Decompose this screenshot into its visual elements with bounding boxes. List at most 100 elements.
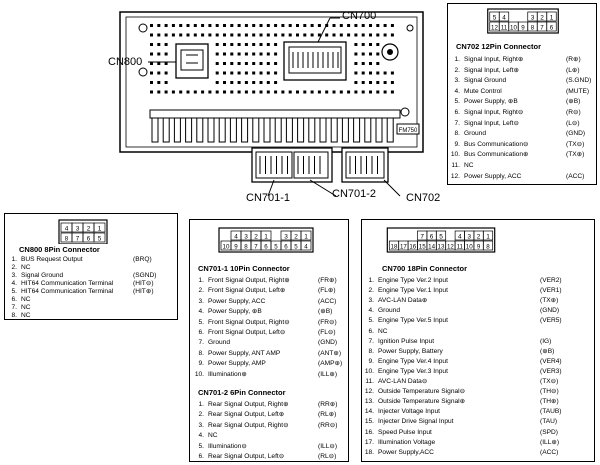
pin-number: 15 — [419, 244, 426, 251]
pin-number: 3 — [467, 234, 471, 241]
pin-number: 7. — [454, 119, 461, 127]
pin-number: 7. — [368, 337, 375, 345]
pin-number: 4. — [198, 308, 205, 316]
pin-number: 1 — [304, 234, 308, 241]
pin-number: 3. — [198, 297, 205, 305]
pin-code: (GND) — [318, 339, 338, 347]
pin-description: NC — [378, 327, 388, 335]
pin-row: 8.Power Supply, ANT AMP(ANT⊕) — [192, 349, 342, 360]
pin-code: (HIT⊕) — [133, 288, 154, 295]
pin-number: 10. — [450, 151, 460, 159]
pin-code: (GND) — [566, 130, 586, 138]
pin-row: 8.Power Supply, Battery(⊕B) — [362, 347, 555, 358]
pin-description: Power Supply, ⊕B — [208, 308, 262, 316]
pin-code: (ACC) — [318, 297, 337, 305]
pin-code: (MUTE) — [566, 87, 590, 95]
pin-row: 9.Bus Communication⊖(TX⊖) — [448, 140, 585, 151]
pin-number: 8. — [11, 312, 18, 319]
pin-row: 14.Injecter Voltage Input(TAUB) — [362, 407, 562, 418]
pin-number: 5. — [11, 288, 18, 295]
pin-number: 2 — [540, 15, 544, 22]
pin-description: Engine Type Ver.3 Input — [378, 367, 448, 375]
pin-number: 9. — [198, 360, 205, 368]
pin-row: 10. Engine Type Ver.3 Input (VER3) — [362, 367, 562, 378]
pin-row: 3.Signal Ground(S.GND) — [448, 76, 592, 87]
pin-description: Signal Input, Left⊖ — [464, 119, 520, 127]
pin-row: 18.Power Supply,ACC(ACC) — [362, 448, 559, 459]
head-unit-rear-drawing: FM750 — [119, 11, 424, 197]
pin-row: 13.Outside Temperature Signal⊕(TH⊕) — [362, 397, 559, 408]
pin-code: (VER1) — [540, 287, 562, 295]
pin-number: 10. — [364, 367, 374, 375]
pin-number: 9. — [368, 357, 375, 365]
pin-description: NC — [21, 296, 31, 303]
pin-number: 12. — [450, 172, 460, 180]
pin-description: Rear Signal Output, Right⊖ — [208, 421, 289, 429]
pin-number: 1. — [368, 277, 375, 284]
pin-code: (R⊖) — [566, 109, 581, 116]
pin-row: 11.AVC-LAN Data⊖(TX⊖) — [362, 377, 558, 388]
pin-code: (TAU) — [540, 418, 558, 426]
pin-code: (GND) — [540, 307, 560, 315]
pin-row: 12.Outside Temperature Signal⊖(TH⊖) — [362, 387, 559, 398]
pin-number: 8 — [244, 244, 248, 251]
pin-description: Engine Type Ver.2 Input — [378, 277, 448, 284]
pin-description: Illumination⊕ — [208, 370, 247, 378]
pin-number: 2. — [11, 264, 18, 271]
pin-description: Power Supply,ACC — [378, 448, 434, 456]
pin-description: Front Signal Output, Left⊕ — [208, 287, 286, 295]
pin-number: 3 — [531, 15, 535, 22]
pin-code: (⊕B) — [540, 347, 555, 355]
pin-code: (TX⊖) — [540, 378, 559, 385]
pin-code: (FR⊖) — [318, 318, 337, 326]
pin-number: 17 — [400, 244, 407, 251]
pin-number: 4 — [458, 234, 462, 241]
pin-description: Ground — [464, 130, 486, 138]
pin-number: 15. — [364, 418, 374, 426]
pin-row: 7.NC — [5, 303, 31, 314]
pin-code: (ILL⊕) — [318, 370, 338, 378]
pin-code: (⊕B) — [566, 98, 581, 106]
pin-number: 9. — [454, 140, 461, 148]
pin-number: 2. — [198, 411, 205, 419]
pin-number: 5 — [274, 244, 278, 251]
pin-code: (VER5) — [540, 317, 562, 325]
pin-row: 1.BUS Request Output(BRQ) — [5, 255, 152, 266]
pin-description: Illumination⊖ — [208, 442, 247, 450]
pin-description: NC — [208, 432, 218, 440]
pin-code: (⊕B) — [318, 308, 333, 316]
pin-code: (TAUB) — [540, 408, 562, 416]
pin-number: 10. — [194, 370, 204, 378]
pin-row: 10. Illumination⊕ (ILL⊕) — [192, 370, 337, 381]
pin-row: 1.Rear Signal Output, Right⊕(RR⊕) — [192, 400, 338, 411]
pin-number: 9 — [521, 25, 525, 32]
pin-number: 5. — [368, 317, 375, 325]
pin-code: (ILL⊕) — [540, 438, 560, 446]
pin-code: (SPD) — [540, 428, 558, 436]
pin-number: 6. — [198, 329, 205, 336]
pin-row: 5.HIT64 Communication Terminal(HIT⊕) — [5, 287, 154, 298]
pin-code: (ACC) — [540, 448, 559, 456]
pin-number: 10 — [466, 244, 473, 251]
cn701-1-callout: CN701-1 — [246, 192, 291, 204]
pin-number: 3 — [76, 226, 80, 233]
cn800-callout: CN800 — [108, 56, 143, 68]
pin-description: Power Supply, ⊕B — [464, 98, 518, 106]
pin-code: (FL⊕) — [318, 287, 336, 295]
pin-description: Signal Input, Right⊕ — [464, 56, 524, 63]
pin-description: Outside Temperature Signal⊖ — [378, 388, 466, 396]
pin-number: 3 — [284, 234, 288, 241]
pin-code: (VER3) — [540, 367, 562, 375]
pin-number: 16. — [364, 428, 374, 436]
pin-number: 3. — [368, 297, 375, 305]
pin-code: (RR⊖) — [318, 421, 338, 429]
pin-code: (L⊖) — [566, 119, 580, 127]
pin-description: Front Signal Output, Left⊖ — [208, 329, 286, 336]
pin-number: 18 — [391, 244, 398, 251]
pin-number: 4 — [304, 244, 308, 251]
pin-row: 3.Rear Signal Output, Right⊖(RR⊖) — [192, 421, 338, 432]
